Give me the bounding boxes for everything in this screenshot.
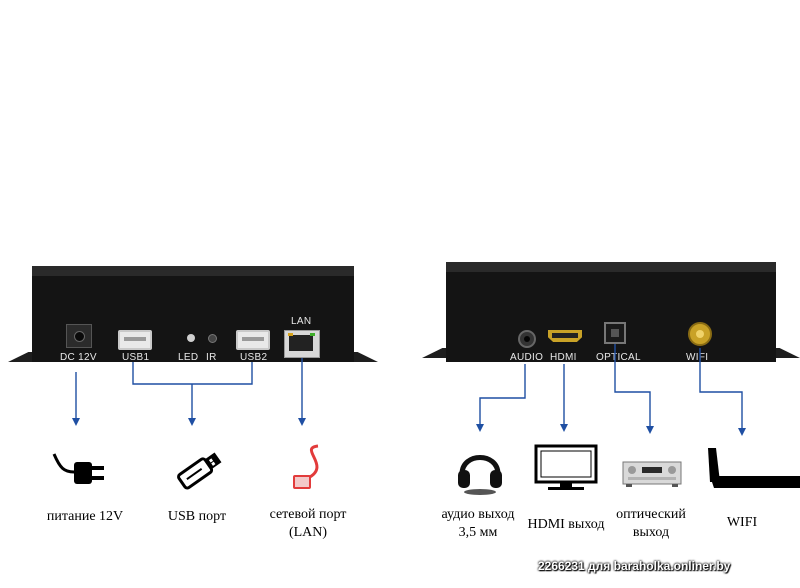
right-device-top <box>446 262 776 272</box>
dc-label: DC 12V <box>60 352 97 363</box>
right-device-flange-left <box>422 348 456 358</box>
left-device-top <box>32 266 354 276</box>
dc-jack <box>66 324 92 348</box>
wifi-connector <box>688 322 712 346</box>
optical-label: OPTICAL <box>596 352 641 363</box>
audio-jack <box>518 330 536 348</box>
caption-lan-2: (LAN) <box>288 525 328 540</box>
caption-power: питание 12V <box>46 509 124 524</box>
right-device: AUDIO HDMI OPTICAL WIFI <box>422 262 800 370</box>
wifi-arrow <box>699 348 746 436</box>
audio-receiver-icon <box>622 461 682 487</box>
usb1-port <box>118 330 152 350</box>
audio-label: AUDIO <box>510 352 544 363</box>
right-device-front <box>446 272 776 362</box>
left-device-flange-right <box>344 352 378 362</box>
optical-port <box>604 322 626 344</box>
caption-hdmi: HDMI выход <box>527 517 605 532</box>
power-plug-icon <box>52 453 104 484</box>
usb2-port <box>236 330 270 350</box>
caption-optical-2: выход <box>632 525 670 540</box>
usb-bracket <box>132 362 253 385</box>
ir-receiver <box>208 334 217 343</box>
ethernet-cable-icon <box>293 444 319 489</box>
antenna-icon <box>708 448 800 488</box>
hdmi-label: HDMI <box>550 352 577 363</box>
caption-usb: USB порт <box>167 509 227 524</box>
led-indicator <box>187 334 195 342</box>
caption-lan-1: сетевой порт <box>269 507 347 522</box>
watermark: 2266231 для baraholka.onliner.by <box>538 559 731 573</box>
usb1-label: USB1 <box>122 352 150 363</box>
left-device: DC 12V USB1 LED IR USB2 LAN <box>8 266 378 372</box>
lan-label: LAN <box>291 316 312 327</box>
usb-stick-icon <box>177 452 222 490</box>
caption-audio-2: 3,5 мм <box>458 525 498 540</box>
left-device-flange-left <box>8 352 42 362</box>
monitor-icon <box>534 444 598 490</box>
lan-port <box>284 330 320 358</box>
caption-audio-1: аудио выход <box>441 507 515 522</box>
caption-optical-1: оптический <box>616 507 686 522</box>
headphones-icon <box>458 455 502 495</box>
audio-arrow <box>476 364 526 432</box>
ir-label: IR <box>206 352 217 363</box>
right-device-flange-right <box>766 348 800 358</box>
optical-arrow <box>614 344 654 434</box>
caption-wifi: WIFI <box>726 515 758 530</box>
wifi-label: WIFI <box>686 352 709 363</box>
led-label: LED <box>178 352 199 363</box>
usb2-label: USB2 <box>240 352 268 363</box>
